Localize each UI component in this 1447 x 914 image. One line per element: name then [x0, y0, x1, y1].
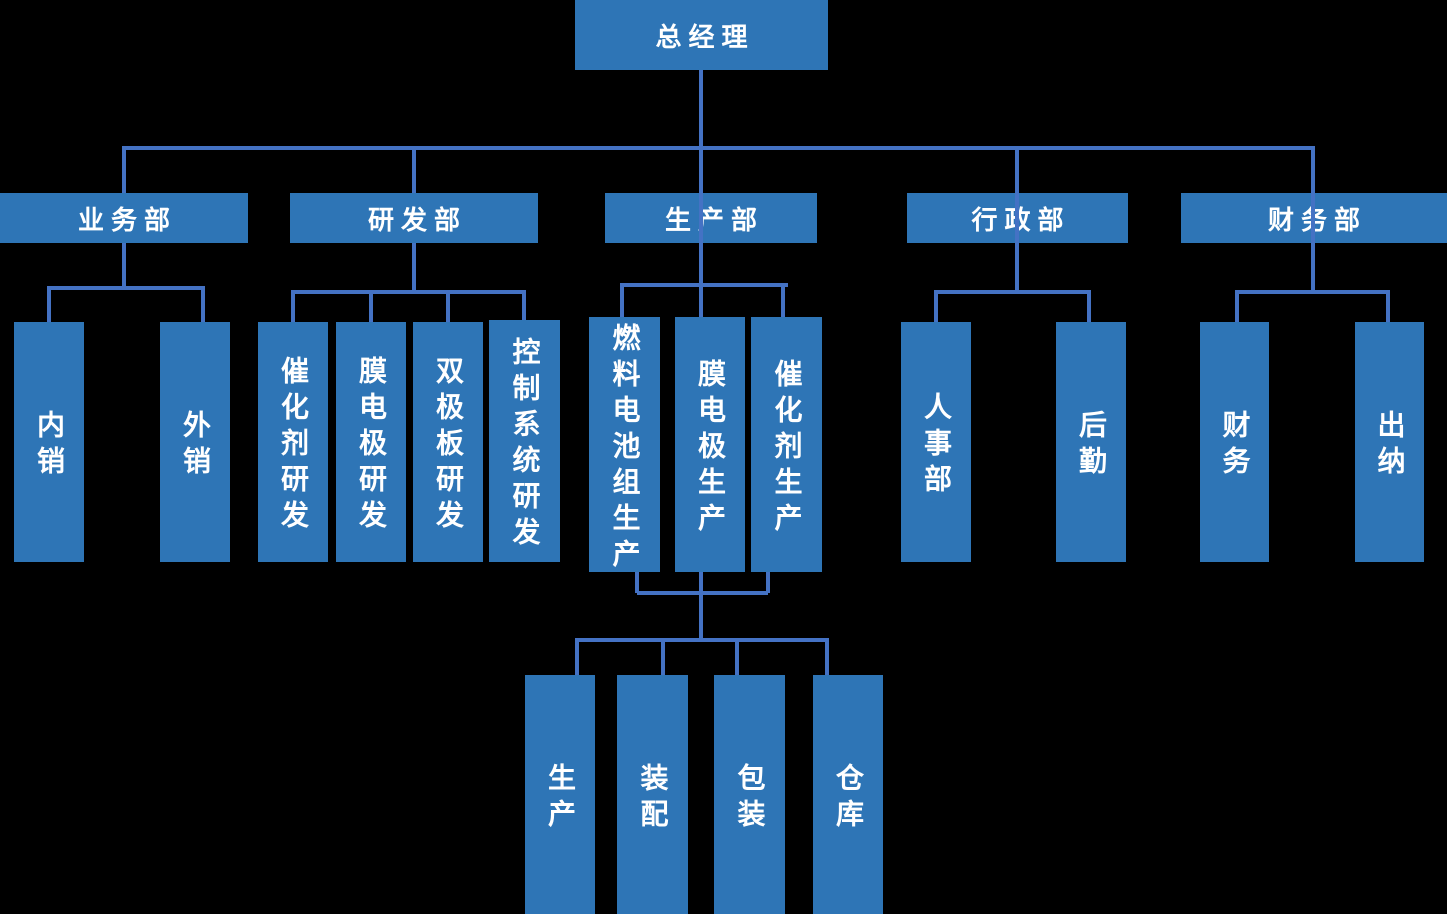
node-membrane-electrode-production: 膜电极生产	[675, 317, 745, 572]
connector-production-drops	[620, 283, 785, 317]
node-export-sales: 外销	[160, 322, 230, 562]
node-membrane-electrode-rnd-label: 膜电极研发	[355, 356, 388, 536]
node-production-dept-label: 生产部	[664, 205, 764, 236]
node-production-line: 生产	[525, 675, 595, 914]
node-accounting-label: 财务	[1218, 410, 1252, 482]
node-catalyst-production: 催化剂生产	[751, 317, 822, 572]
node-control-system-rnd-label: 控制系统研发	[508, 337, 542, 553]
node-warehouse-label: 仓库	[832, 762, 865, 835]
node-hr-dept: 人事部	[901, 322, 971, 562]
node-finance-dept-label: 财务部	[1267, 205, 1367, 236]
connector-admin-children	[934, 290, 1091, 322]
connector-workshop-merge	[637, 591, 768, 640]
node-general-manager: 总经理	[575, 0, 828, 70]
connector-business-children	[47, 286, 205, 322]
node-accounting: 财务	[1200, 322, 1269, 562]
node-bipolar-plate-rnd: 双极板研发	[413, 322, 483, 562]
node-assembly: 装配	[617, 675, 688, 914]
node-hr-dept-label: 人事部	[920, 392, 953, 500]
node-membrane-electrode-production-label: 膜电极生产	[694, 358, 727, 539]
node-packaging-label: 包装	[733, 762, 767, 835]
node-cashier: 出纳	[1355, 322, 1424, 562]
node-packaging: 包装	[714, 675, 785, 914]
node-catalyst-rnd: 催化剂研发	[258, 322, 328, 562]
node-cashier-label: 出纳	[1373, 410, 1407, 482]
node-production-dept: 生产部	[605, 193, 817, 243]
node-catalyst-rnd-label: 催化剂研发	[277, 356, 310, 536]
node-logistics: 后勤	[1056, 322, 1126, 562]
node-rnd-dept: 研发部	[290, 193, 538, 243]
node-general-manager-label: 总经理	[655, 22, 755, 53]
node-bipolar-plate-rnd-label: 双极板研发	[432, 356, 465, 536]
connector-workshop-stubs	[635, 572, 770, 593]
connector-rnd-drops	[291, 290, 526, 322]
node-finance-dept: 财务部	[1181, 193, 1447, 243]
node-domestic-sales: 内销	[14, 322, 84, 562]
node-admin-dept-label: 行政部	[971, 205, 1071, 236]
connector-finance-children	[1235, 290, 1390, 322]
connector-workshop-drops	[575, 638, 829, 675]
node-assembly-label: 装配	[636, 762, 670, 835]
node-business-dept: 业务部	[0, 193, 248, 243]
node-control-system-rnd: 控制系统研发	[489, 320, 560, 562]
node-admin-dept: 行政部	[907, 193, 1128, 243]
node-fuel-cell-stack-production-label: 燃料电池组生产	[608, 322, 642, 575]
node-rnd-dept-label: 研发部	[367, 205, 467, 236]
node-membrane-electrode-rnd: 膜电极研发	[336, 322, 406, 562]
node-production-line-label: 生产	[544, 762, 577, 835]
node-fuel-cell-stack-production: 燃料电池组生产	[589, 317, 660, 575]
node-catalyst-production-label: 催化剂生产	[770, 358, 804, 539]
node-export-sales-label: 外销	[179, 410, 212, 482]
node-business-dept-label: 业务部	[77, 205, 177, 236]
node-warehouse: 仓库	[813, 675, 883, 914]
node-domestic-sales-label: 内销	[33, 410, 66, 482]
node-logistics-label: 后勤	[1075, 410, 1108, 482]
